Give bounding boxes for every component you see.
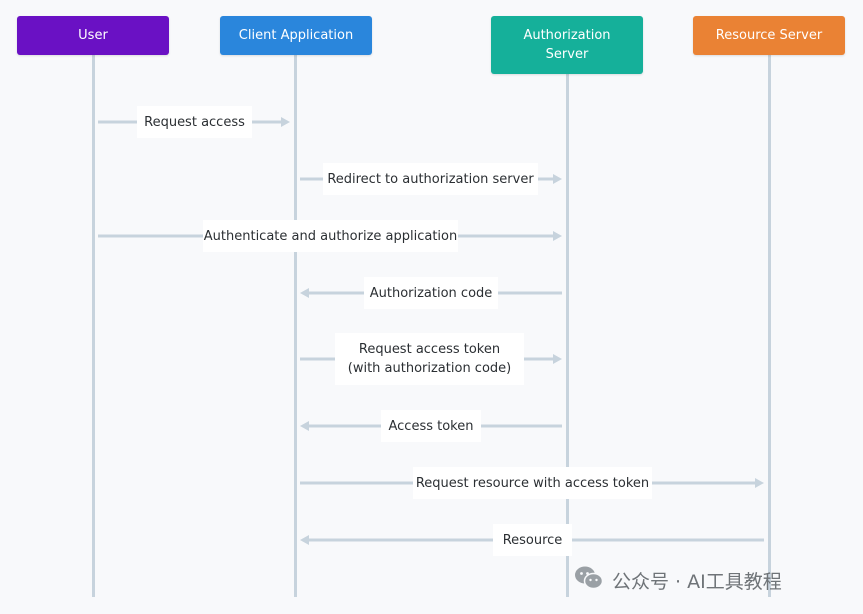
message-arrowhead-5	[553, 354, 562, 364]
message-arrowhead-3	[553, 231, 562, 241]
message-label-8: Resource	[493, 524, 572, 556]
actor-user: User	[17, 16, 169, 55]
message-label-4: Authorization code	[364, 277, 498, 309]
watermark-text: 公众号 · AI工具教程	[612, 570, 782, 593]
actor-client: Client Application	[220, 16, 372, 55]
message-label-3: Authenticate and authorize application	[203, 220, 458, 252]
message-label-6: Access token	[381, 410, 481, 442]
lifeline-user	[92, 55, 95, 597]
message-label-2: Redirect to authorization server	[323, 163, 538, 195]
message-arrowhead-7	[755, 478, 764, 488]
actor-auth: Authorization Server	[491, 16, 643, 74]
message-label-5: Request access token (with authorization…	[335, 333, 524, 385]
message-arrowhead-8	[300, 535, 309, 545]
lifeline-resource	[768, 55, 771, 597]
message-arrowhead-6	[300, 421, 309, 431]
message-label-1: Request access	[137, 106, 252, 138]
message-label-7: Request resource with access token	[413, 467, 652, 499]
message-arrowhead-4	[300, 288, 309, 298]
wechat-icon	[574, 565, 604, 596]
lifeline-auth	[566, 55, 569, 597]
message-arrowhead-1	[281, 117, 290, 127]
lifeline-client	[294, 55, 297, 597]
message-arrowhead-2	[553, 174, 562, 184]
watermark: 公众号 · AI工具教程	[574, 566, 782, 594]
actor-resource: Resource Server	[693, 16, 845, 55]
